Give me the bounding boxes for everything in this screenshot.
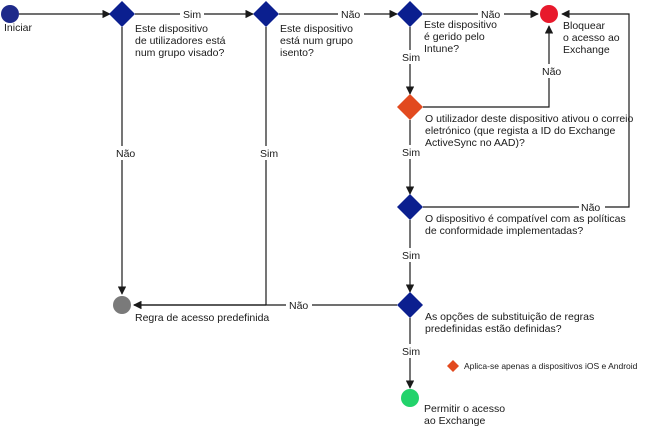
label-line: ao Exchange: [424, 415, 485, 427]
legend-text: Aplica-se apenas a dispositivos iOS e An…: [464, 361, 638, 371]
edge-label-email-yes: Sim: [402, 147, 420, 159]
compliant-label: O dispositivo é compatível com as políti…: [425, 213, 626, 237]
label-line: de utilizadores está: [135, 35, 226, 47]
edge-label-targeted-yes: Sim: [183, 9, 201, 21]
edge-label-compliant-yes: Sim: [402, 250, 420, 262]
decision-override: [397, 292, 423, 318]
decision-compliant: [397, 194, 423, 220]
label-line: de conformidade implementadas?: [425, 225, 583, 237]
edge-label-email-no: Não: [542, 66, 561, 78]
label-line: isento?: [280, 47, 314, 59]
label-line: O dispositivo é compatível com as políti…: [425, 213, 626, 225]
label-line: As opções de substituição de regras: [425, 311, 594, 323]
label-line: O utilizador deste dispositivo ativou o …: [425, 113, 634, 125]
edge-label-override-no: Não: [289, 300, 308, 312]
label-line: Este dispositivo: [135, 23, 208, 35]
edge-label-intune-yes: Sim: [402, 52, 420, 64]
block-access-node: [540, 5, 558, 23]
default-rule-node: [113, 296, 131, 314]
label-line: Regra de acesso predefinida: [135, 312, 269, 324]
label-line: num grupo visado?: [135, 47, 224, 59]
label-line: ActiveSync no AAD)?: [425, 137, 525, 149]
label-line: Bloquear: [563, 20, 606, 32]
start-node: [1, 5, 19, 23]
edge-compliant-no-to-block: [423, 9, 630, 208]
start-label: Iniciar: [4, 22, 33, 34]
email-activated-label: O utilizador deste dispositivo ativou o …: [425, 113, 634, 149]
allow-access-node: [401, 389, 419, 407]
label-line: Exchange: [563, 44, 610, 56]
label-line: Permitir o acesso: [424, 403, 505, 415]
edge-email-no-to-block: [423, 25, 554, 108]
edge-labels: Sim Não Não Não Sim Sim Não Sim Não Sim …: [114, 7, 605, 358]
edge-label-override-yes: Sim: [402, 346, 420, 358]
label-line: está num grupo: [280, 35, 353, 47]
label-line: o acesso ao: [563, 32, 620, 44]
legend-ios-android-icon: [447, 360, 459, 372]
label-line: predefinidas estão definidas?: [425, 323, 562, 335]
label-line: eletrónico (que regista a ID do Exchange: [425, 125, 615, 137]
edge-label-compliant-no: Não: [581, 202, 600, 214]
label-line: é gerido pelo: [424, 31, 485, 43]
edge-label-exempt-yes: Sim: [260, 148, 278, 160]
edge-label-exempt-no: Não: [341, 9, 360, 21]
label-line: Iniciar: [4, 22, 33, 34]
edge-label-intune-no: Não: [481, 9, 500, 21]
legend: Aplica-se apenas a dispositivos iOS e An…: [447, 360, 638, 372]
decision-targeted-group: [109, 1, 135, 27]
label-line: Este dispositivo: [280, 23, 353, 35]
decision-email-activated: [397, 94, 423, 120]
decision-intune: [397, 1, 423, 27]
edge-label-targeted-no: Não: [116, 148, 135, 160]
default-rule-label: Regra de acesso predefinida: [135, 312, 269, 324]
label-line: Este dispositivo: [424, 19, 497, 31]
label-line: Intune?: [424, 43, 459, 55]
decision-exempt-group: [253, 1, 279, 27]
